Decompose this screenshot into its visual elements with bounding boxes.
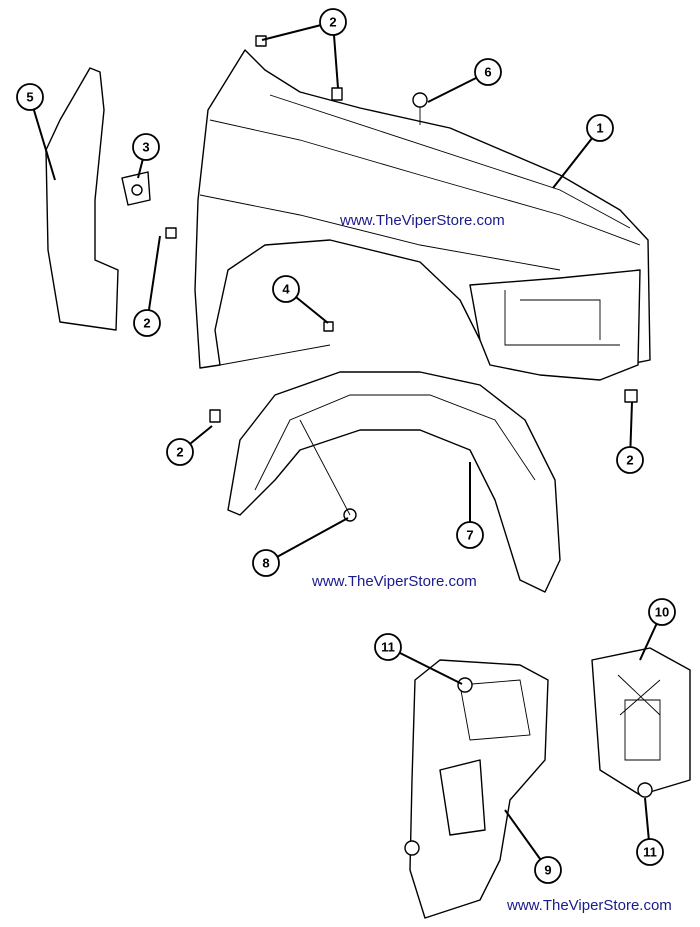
svg-text:2: 2 xyxy=(626,453,633,468)
svg-text:2: 2 xyxy=(143,316,150,331)
svg-text:9: 9 xyxy=(544,863,551,878)
seal-part xyxy=(45,67,119,331)
callout-8: 8 xyxy=(252,549,280,577)
svg-text:2: 2 xyxy=(176,445,183,460)
svg-text:3: 3 xyxy=(142,140,149,155)
callout-2: 2 xyxy=(166,438,194,466)
wheelhouse-liner-part xyxy=(227,371,561,593)
watermark-text: www.TheViperStore.com xyxy=(507,897,672,914)
svg-text:8: 8 xyxy=(262,556,269,571)
callout-6: 6 xyxy=(474,58,502,86)
svg-text:11: 11 xyxy=(643,845,657,860)
svg-text:11: 11 xyxy=(381,640,395,655)
callout-2: 2 xyxy=(319,8,347,36)
svg-text:1: 1 xyxy=(596,121,603,136)
callout-9: 9 xyxy=(534,856,562,884)
callout-11: 11 xyxy=(636,838,664,866)
svg-text:10: 10 xyxy=(655,605,669,620)
callout-3: 3 xyxy=(132,133,160,161)
callout-1: 1 xyxy=(586,114,614,142)
svg-text:4: 4 xyxy=(282,282,290,297)
callout-2: 2 xyxy=(616,446,644,474)
callout-2: 2 xyxy=(133,309,161,337)
svg-text:6: 6 xyxy=(484,65,491,80)
bracket-hole xyxy=(131,184,143,196)
callout-5: 5 xyxy=(16,83,44,111)
callout-10: 10 xyxy=(648,598,676,626)
callout-7: 7 xyxy=(456,521,484,549)
watermark-text: www.TheViperStore.com xyxy=(312,573,477,590)
callout-11: 11 xyxy=(374,633,402,661)
svg-text:2: 2 xyxy=(329,15,336,30)
svg-text:7: 7 xyxy=(466,528,473,543)
watermark-text: www.TheViperStore.com xyxy=(340,212,505,229)
duct-part xyxy=(591,647,691,796)
callout-4: 4 xyxy=(272,275,300,303)
svg-text:5: 5 xyxy=(26,90,33,105)
